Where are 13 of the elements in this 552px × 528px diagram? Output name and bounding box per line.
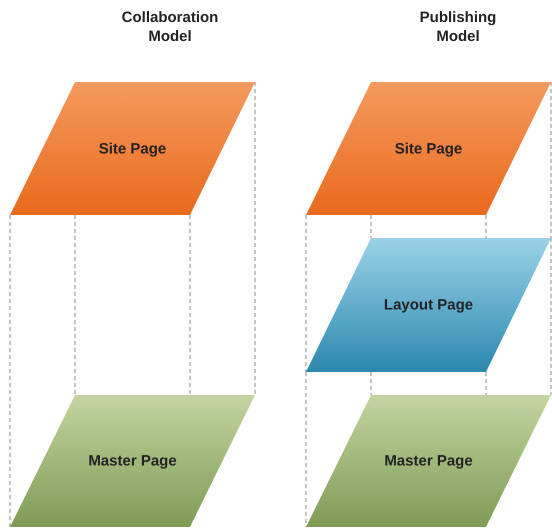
dashed-line [370,214,372,238]
dashed-line [550,82,552,238]
plane-label: Site Page [98,140,166,157]
plane-label: Layout Page [384,296,474,314]
plane-label: Site Page [394,140,462,157]
dashed-line [74,214,76,396]
column-heading: Collaboration Model [120,8,220,46]
dashed-line [370,372,372,396]
dashed-line [550,238,552,396]
plane-label: Master Page [384,452,473,470]
plane-label: Master Page [88,452,177,470]
column-heading: Publishing Model [418,8,498,46]
dashed-line [254,82,256,396]
